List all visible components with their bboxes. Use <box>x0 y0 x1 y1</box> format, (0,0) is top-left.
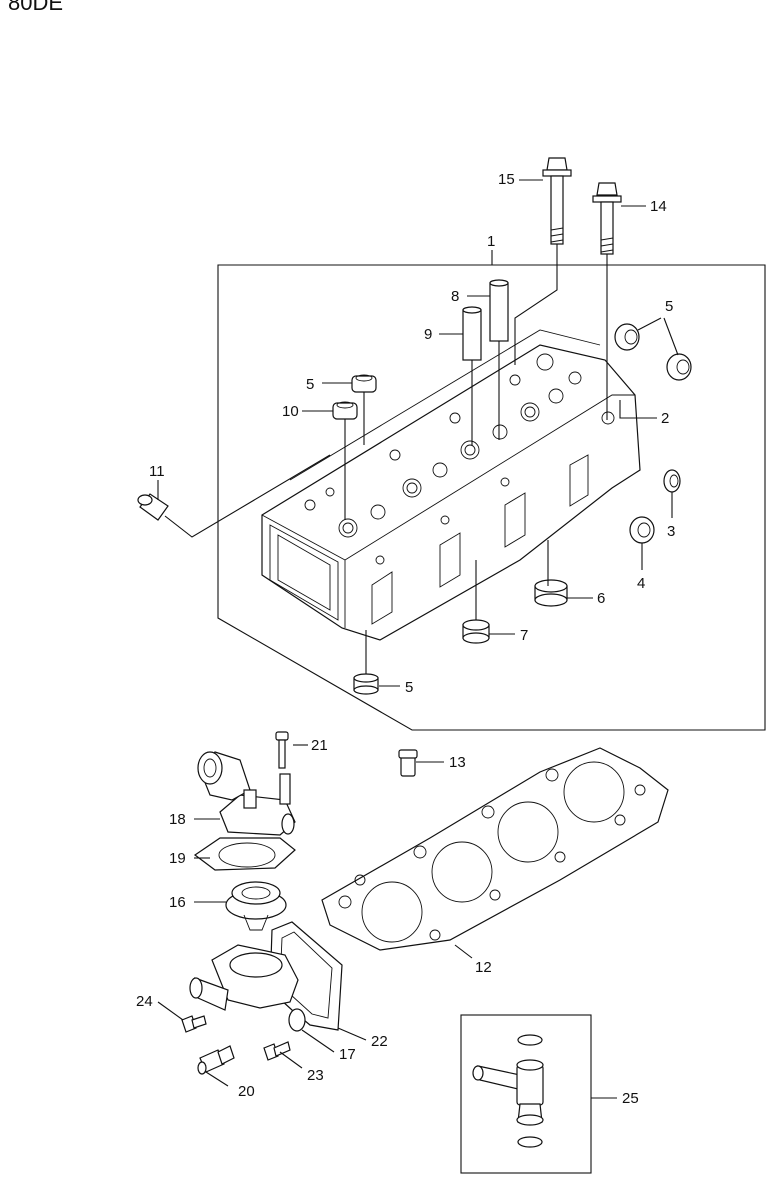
water-outlet <box>197 751 296 836</box>
callout-2: 2 <box>661 410 669 427</box>
callout-19: 19 <box>169 850 186 867</box>
callout-10: 10 <box>282 403 299 420</box>
plug-7 <box>462 619 490 644</box>
callout-7: 7 <box>520 627 528 644</box>
head-bolt-long <box>542 157 572 245</box>
cylinder-head <box>261 329 641 641</box>
callout-16: 16 <box>169 894 186 911</box>
bolt-21 <box>275 731 289 769</box>
callout-25: 25 <box>622 1090 639 1107</box>
inset-box <box>460 1014 592 1174</box>
dowel-pin-11 <box>137 493 169 521</box>
callout-6: 6 <box>597 590 605 607</box>
temp-sensor <box>197 1045 235 1075</box>
valve-guide-9 <box>462 306 482 361</box>
callout-20: 20 <box>238 1083 255 1100</box>
plug-4 <box>629 516 655 544</box>
thermostat-housing <box>189 944 306 1032</box>
thermostat <box>225 881 287 931</box>
seal-10 <box>332 401 358 420</box>
plug-5-bottom <box>353 673 379 695</box>
bolt-24 <box>181 1015 207 1033</box>
callout-21: 21 <box>311 737 328 754</box>
pipe-fitting-25 <box>472 1034 544 1148</box>
callout-4: 4 <box>637 575 645 592</box>
callout-17: 17 <box>339 1046 356 1063</box>
head-bolt-short <box>592 182 622 255</box>
valve-guide-8 <box>489 279 509 342</box>
callout-labels: 1 2 3 4 5 5 5 6 7 8 9 10 11 12 13 14 15 … <box>136 171 675 1107</box>
assembly-frame <box>217 264 766 731</box>
callout-5-bottom: 5 <box>405 679 413 696</box>
callout-13: 13 <box>449 754 466 771</box>
callout-15: 15 <box>498 171 515 188</box>
callout-5-left: 5 <box>306 376 314 393</box>
callout-12: 12 <box>475 959 492 976</box>
callout-1: 1 <box>487 233 495 250</box>
gasket-19 <box>193 837 296 871</box>
plug-5-right-a <box>614 323 640 351</box>
callout-18: 18 <box>169 811 186 828</box>
callout-24: 24 <box>136 993 153 1010</box>
plug-13 <box>398 749 418 777</box>
callout-3: 3 <box>667 523 675 540</box>
bolt-23 <box>263 1041 291 1061</box>
callout-8: 8 <box>451 288 459 305</box>
plug-6 <box>534 579 568 607</box>
callout-9: 9 <box>424 326 432 343</box>
plug-5-top-left <box>351 374 377 393</box>
callout-14: 14 <box>650 198 667 215</box>
callout-5-right: 5 <box>665 298 673 315</box>
leader-lines <box>157 179 679 1099</box>
plug-3 <box>663 469 681 493</box>
callout-11: 11 <box>149 463 165 480</box>
model-code: 80DE <box>8 0 63 15</box>
callout-23: 23 <box>307 1067 324 1084</box>
plug-5-right-b <box>666 353 692 381</box>
callout-22: 22 <box>371 1033 388 1050</box>
head-gasket <box>321 747 669 951</box>
